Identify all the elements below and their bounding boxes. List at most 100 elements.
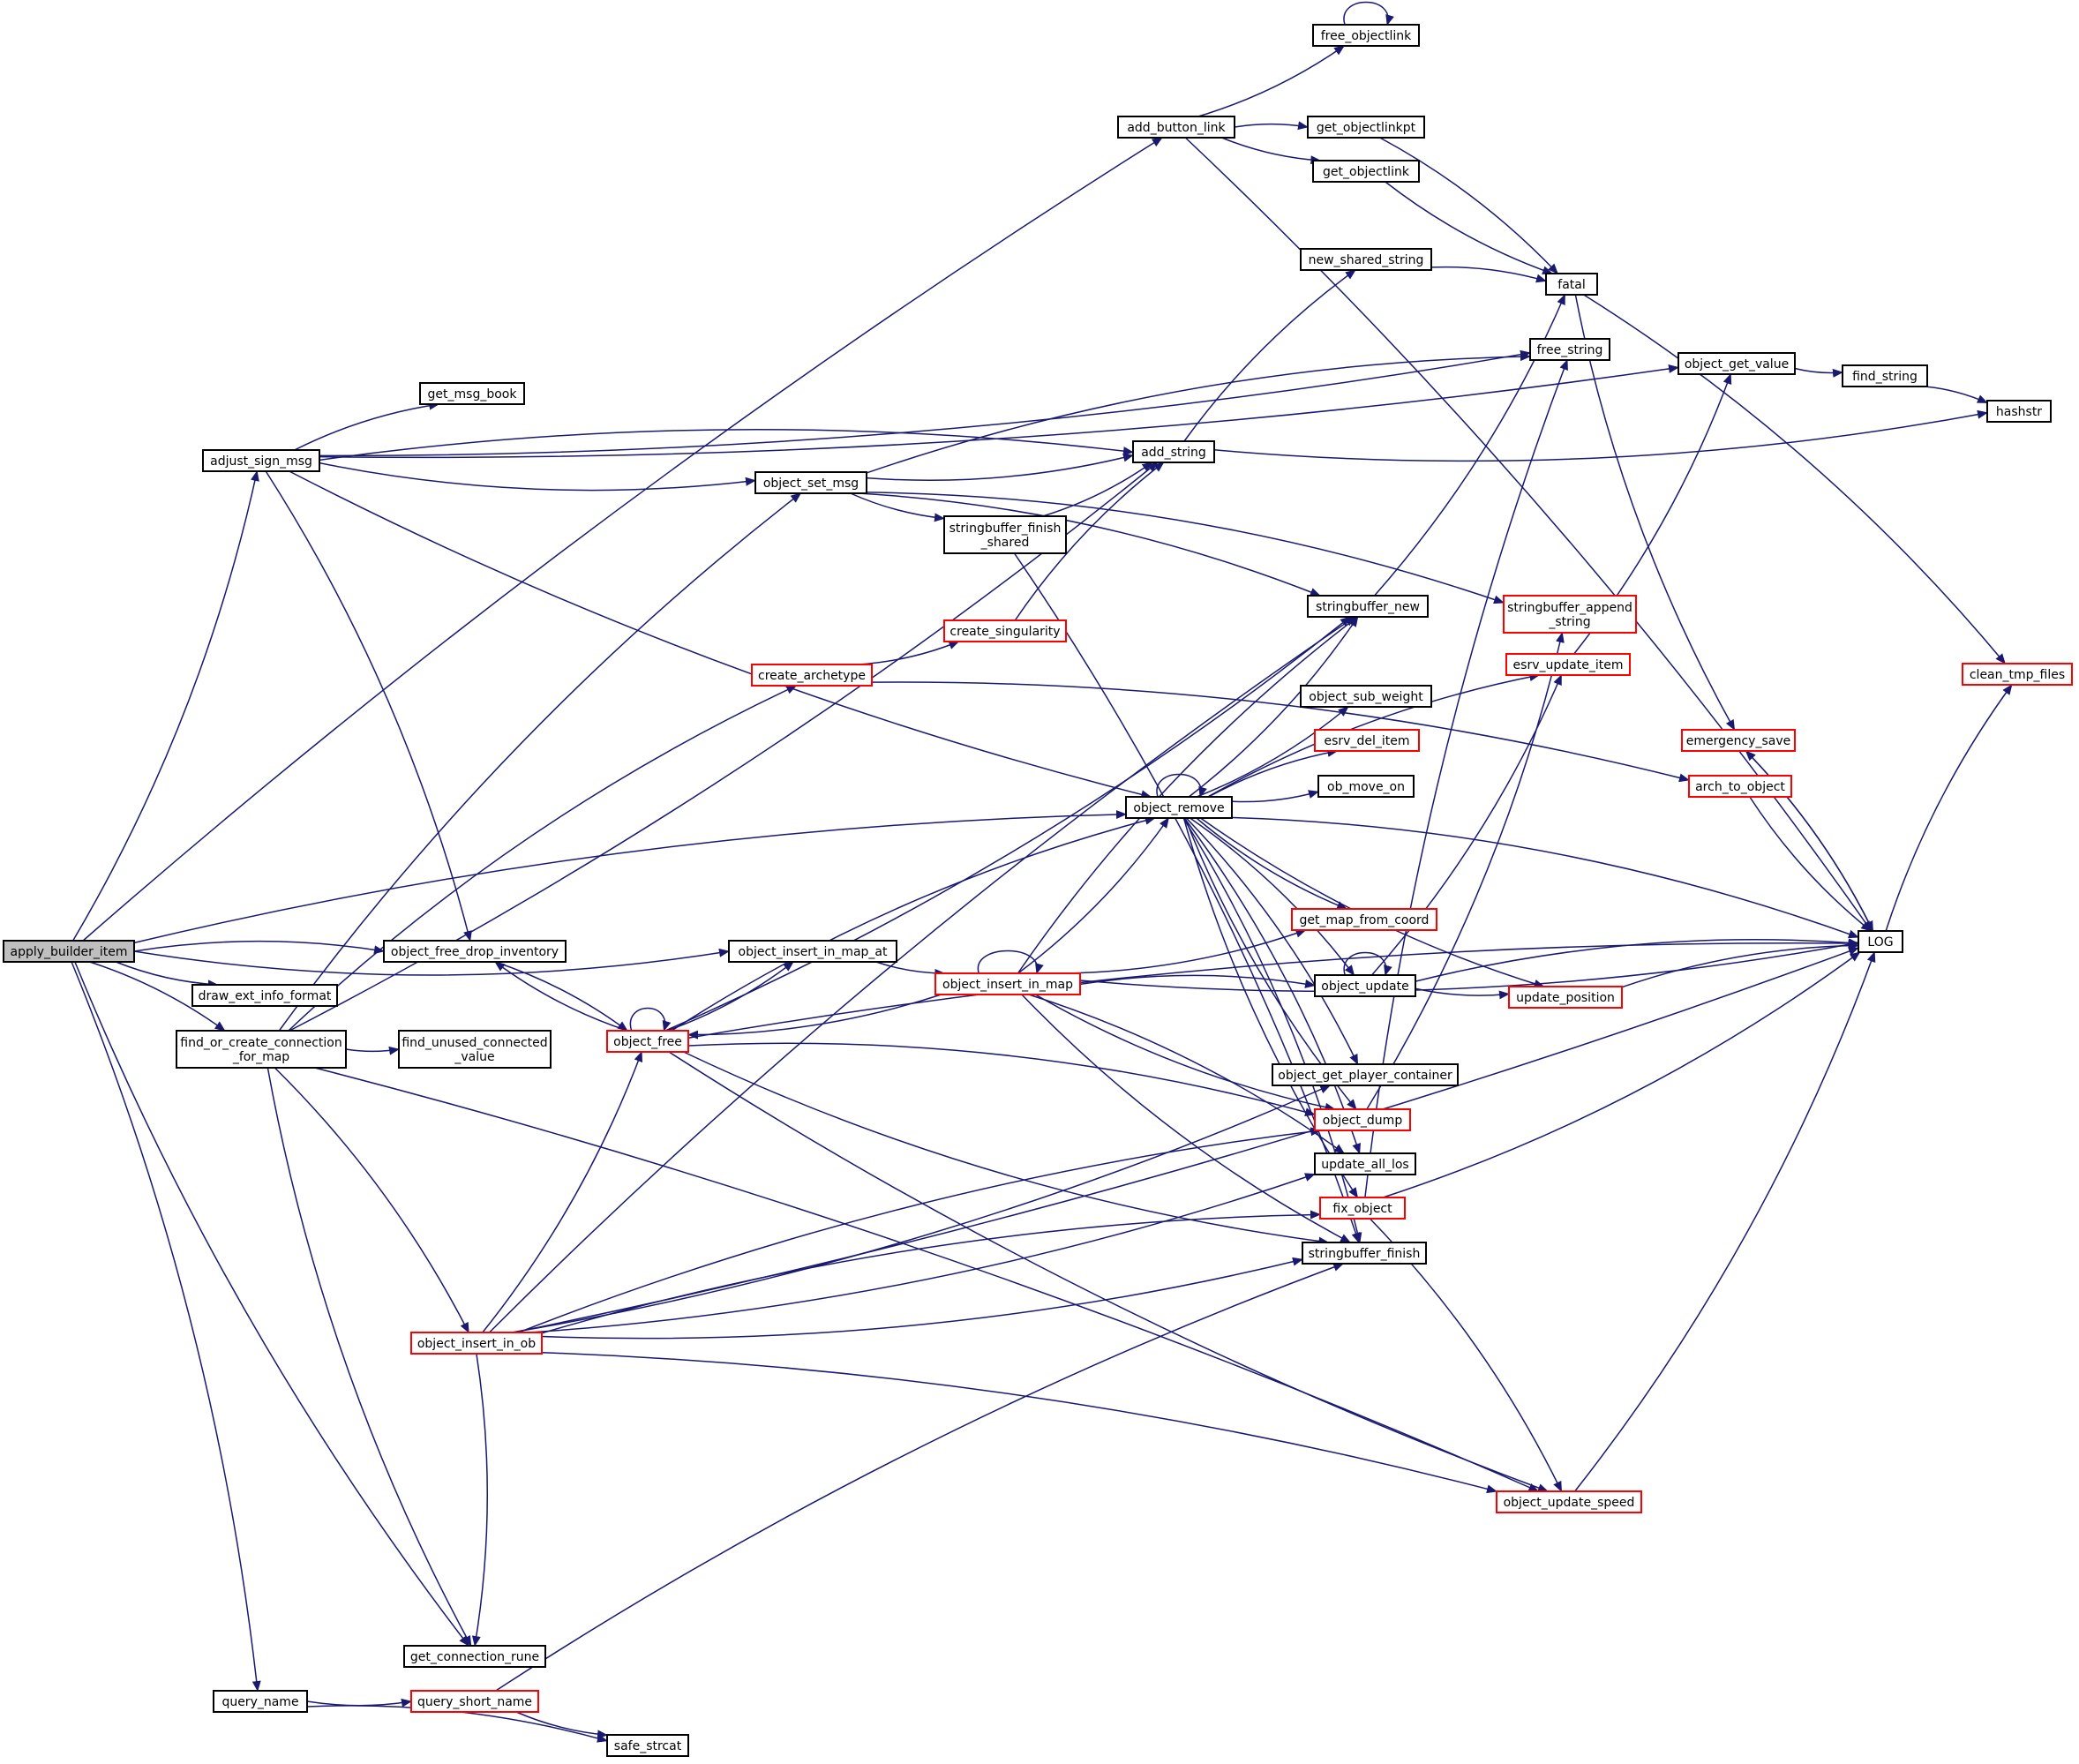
node-get_objectlink[interactable]: get_objectlink [1312,160,1420,183]
edge-LOG-to-emergency_save [1745,750,1874,932]
node-query_short_name[interactable]: query_short_name [410,1690,539,1713]
node-label-line: stringbuffer_new [1316,600,1420,614]
node-stringbuffer_new[interactable]: stringbuffer_new [1307,595,1429,618]
edge-add_button_link-to-free_objectlink [1197,45,1346,117]
node-label-line: apply_builder_item [11,945,128,959]
node-object_set_msg[interactable]: object_set_msg [754,471,867,494]
edge-object_set_msg-to-free_string [866,352,1531,474]
node-box [1314,974,1416,997]
edge-object_insert_in_ob-to-get_connection_rune [471,1353,489,1647]
node-safe_strcat[interactable]: safe_strcat [606,1734,689,1757]
node-fix_object[interactable]: fix_object [1319,1197,1406,1220]
node-object_free[interactable]: object_free [606,1030,689,1053]
node-stringbuffer_append_string[interactable]: stringbuffer_append_string [1503,595,1637,634]
node-label: find_unused_connected_value [402,1036,547,1064]
node-add_string[interactable]: add_string [1132,440,1215,463]
edge-object_insert_in_map-to-object_update [1079,974,1316,988]
edge-object_free-to-object_update_speed [668,1051,1549,1492]
node-object_get_value[interactable]: object_get_value [1677,352,1796,375]
node-LOG[interactable]: LOG [1858,930,1903,953]
node-get_msg_book[interactable]: get_msg_book [419,382,525,405]
node-arch_to_object[interactable]: arch_to_object [1688,775,1792,798]
node-box [1291,908,1437,931]
node-label: create_singularity [949,625,1060,639]
edge-add_string-to-new_shared_string [1183,269,1356,442]
node-box [1314,1152,1416,1175]
node-label-line: object_set_msg [763,477,859,491]
node-label: object_free [613,1035,682,1049]
edge-object_update-to-update_position [1415,987,1510,1000]
edge-object_insert_in_map-to-object_remove [1017,817,1169,974]
node-box [1125,796,1233,819]
edge-adjust_sign_msg-to-free_string [319,349,1531,457]
node-box [1508,986,1623,1009]
node-box [1307,116,1425,139]
edge-object_insert_in_map-to-update_all_los [1028,994,1345,1154]
node-object_get_player_container[interactable]: object_get_player_container [1272,1063,1459,1086]
node-find_or_create_connection_for_map[interactable]: find_or_create_connection_for_map [176,1030,347,1069]
node-get_objectlinkpt[interactable]: get_objectlinkpt [1307,116,1425,139]
node-label: update_all_los [1321,1158,1408,1172]
edge-free_objectlink-to-free_objectlink [1343,1,1394,26]
node-object_insert_in_map_at[interactable]: object_insert_in_map_at [728,940,897,963]
edge-object_remove-to-stringbuffer_new [1188,616,1359,798]
node-label: get_connection_rune [410,1650,539,1664]
node-get_connection_rune[interactable]: get_connection_rune [403,1645,546,1668]
edge-apply_builder_item-to-draw_ext_info_format [116,961,219,989]
node-label: fix_object [1332,1202,1392,1216]
node-label-line: get_map_from_coord [1300,913,1430,927]
node-label-line: query_short_name [417,1695,532,1709]
node-object_update_speed[interactable]: object_update_speed [1496,1490,1642,1513]
edge-apply_builder_item-to-find_or_create_connection_for_map [89,961,226,1032]
node-add_button_link[interactable]: add_button_link [1117,116,1235,139]
node-create_archetype[interactable]: create_archetype [751,664,873,687]
node-fatal[interactable]: fatal [1545,273,1598,296]
node-hashstr[interactable]: hashstr [1986,400,2052,423]
node-adjust_sign_msg[interactable]: adjust_sign_msg [202,449,320,472]
node-box [202,449,320,472]
node-label-line: create_singularity [949,625,1060,639]
node-label: query_name [221,1695,298,1709]
node-label-line: object_sub_weight [1309,690,1423,704]
node-free_string[interactable]: free_string [1529,338,1610,361]
node-box [383,940,567,963]
edge-object_remove-to-ob_move_on [1231,790,1319,803]
node-update_all_los[interactable]: update_all_los [1314,1152,1416,1175]
node-box [419,382,525,405]
node-box [1312,160,1420,183]
node-object_sub_weight[interactable]: object_sub_weight [1300,685,1432,708]
node-emergency_save[interactable]: emergency_save [1681,729,1796,752]
node-esrv_del_item[interactable]: esrv_del_item [1314,729,1420,752]
node-draw_ext_info_format[interactable]: draw_ext_info_format [191,984,338,1007]
node-esrv_update_item[interactable]: esrv_update_item [1505,653,1631,676]
node-stringbuffer_finish_shared[interactable]: stringbuffer_finish_shared [943,515,1067,554]
node-object_insert_in_ob[interactable]: object_insert_in_ob [410,1332,543,1355]
node-box [1317,775,1415,798]
node-object_dump[interactable]: object_dump [1314,1108,1411,1131]
node-new_shared_string[interactable]: new_shared_string [1300,248,1432,271]
node-clean_tmp_files[interactable]: clean_tmp_files [1962,663,2073,686]
node-find_string[interactable]: find_string [1842,364,1928,387]
node-object_free_drop_inventory[interactable]: object_free_drop_inventory [383,940,567,963]
node-ob_move_on[interactable]: ob_move_on [1317,775,1415,798]
node-apply_builder_item[interactable]: apply_builder_item [3,940,135,963]
node-object_insert_in_map[interactable]: object_insert_in_map [934,972,1081,995]
node-label-line: clean_tmp_files [1970,668,2065,682]
edge-add_button_link-to-LOG [1184,137,1873,932]
node-get_map_from_coord[interactable]: get_map_from_coord [1291,908,1437,931]
node-object_remove[interactable]: object_remove [1125,796,1233,819]
edge-object_insert_in_map-to-LOG [1079,940,1859,993]
node-box [1505,653,1631,676]
edge-object_free-to-object_free_drop_inventory [494,961,628,1032]
node-label: hashstr [1996,405,2042,419]
node-object_update[interactable]: object_update [1314,974,1416,997]
node-update_position[interactable]: update_position [1508,986,1623,1009]
node-stringbuffer_finish[interactable]: stringbuffer_finish [1302,1242,1427,1265]
node-free_objectlink[interactable]: free_objectlink [1312,24,1420,47]
node-query_name[interactable]: query_name [213,1690,308,1713]
node-find_unused_connected_value[interactable]: find_unused_connected_value [398,1030,552,1069]
node-label: object_insert_in_map_at [739,945,889,959]
node-label: get_msg_book [428,387,518,402]
edge-create_archetype-to-create_singularity [858,641,960,665]
node-create_singularity[interactable]: create_singularity [943,619,1067,642]
